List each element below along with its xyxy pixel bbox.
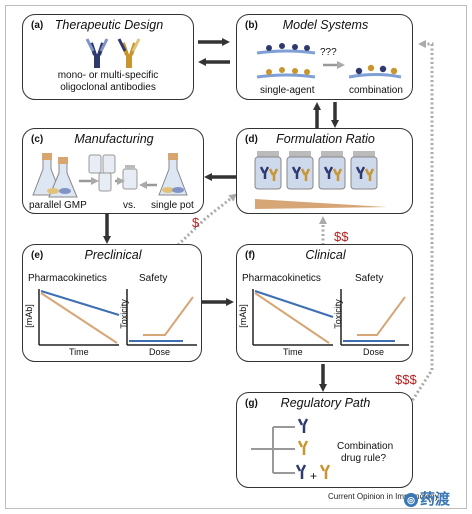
single-agent-strips [256, 43, 316, 79]
formulation-vials [254, 151, 387, 209]
logo-icon: ◎ [404, 493, 418, 508]
watermark-logo: ◎药渡 [404, 488, 450, 509]
panel-title: Model Systems [282, 18, 369, 32]
panel-clinical: (f) Clinical Pharmacokinetics Safety [mAb… [236, 244, 413, 362]
panel-title: Therapeutic Design [54, 18, 164, 32]
panel-tag: (c) [31, 134, 44, 145]
manufacturing-illustration [32, 153, 188, 198]
panel-tag: (f) [245, 250, 255, 261]
panel-title: Regulatory Path [280, 396, 371, 410]
logo-text: 药渡 [420, 491, 451, 508]
tox-line-tan [143, 296, 194, 336]
panel-title: Formulation Ratio [276, 132, 375, 146]
x-axis-dose: Dose [149, 347, 171, 357]
panel-therapeutic-design: (a) Therapeutic Design mono- or multi-spe… [22, 14, 194, 100]
pk-line-blue [254, 290, 334, 318]
cost-label-e-to-d: $ [192, 215, 200, 230]
y-axis-pk: [mAb] [23, 304, 34, 328]
rule-line2: drug rule? [341, 453, 387, 464]
vial-icons [88, 154, 138, 192]
panel-formulation-ratio: (d) Formulation Ratio [236, 128, 413, 214]
cost-label-f-to-d: $$ [334, 229, 349, 244]
x-axis-time: Time [69, 347, 89, 357]
flask-icons [32, 153, 188, 198]
panel-manufacturing: (c) Manufacturing parallel GMP vs. single… [22, 128, 204, 214]
panel-preclinical: (e) Preclinical Pharmacokinetics Safety [… [22, 244, 202, 362]
x-axis-dose: Dose [363, 347, 385, 357]
model-systems-illustration [256, 43, 402, 79]
label-parallel-gmp: parallel GMP [29, 200, 87, 211]
pk-label: Pharmacokinetics [28, 273, 107, 284]
dotted-arrow-g-to-b [408, 40, 434, 405]
regulatory-tree [251, 418, 331, 479]
preclinical-plots [38, 289, 197, 346]
cost-label-g-to-b: $$$ [395, 372, 417, 387]
panel-tag: (a) [31, 20, 44, 31]
combination-strip [348, 64, 402, 79]
pk-label: Pharmacokinetics [242, 273, 321, 284]
panel-title: Manufacturing [74, 132, 154, 146]
pk-line-tan [254, 292, 330, 344]
safety-plot [126, 289, 197, 346]
safety-label: Safety [355, 273, 384, 284]
figure-frame [5, 5, 467, 509]
pk-plot [252, 289, 334, 346]
label-single-agent: single-agent [260, 85, 315, 96]
tox-line-tan [357, 296, 406, 336]
clinical-plots [252, 289, 409, 346]
label-vs: vs. [123, 200, 136, 211]
panel-a-caption-line2: oligoclonal antibodies [60, 82, 156, 93]
safety-label: Safety [139, 273, 168, 284]
panel-regulatory-path: (g) Regulatory Path + Combination drug ru… [236, 392, 413, 488]
source-credit: Current Opinion in Immunology [328, 492, 439, 501]
rule-line1: Combination [337, 441, 394, 452]
plus-sign: + [310, 469, 318, 483]
label-single-pot: single pot [151, 200, 194, 211]
y-axis-tox: Toxicity [332, 299, 343, 329]
label-combination: combination [349, 85, 403, 96]
ratio-wedge [255, 199, 387, 209]
panel-a-caption-line1: mono- or multi-specific [57, 70, 159, 81]
pk-line-tan [40, 292, 118, 344]
panel-tag: (d) [245, 134, 258, 145]
panel-title: Preclinical [84, 248, 142, 262]
panel-model-systems: (b) Model Systems ??? single-agent combin… [236, 14, 413, 100]
question-marks: ??? [320, 47, 337, 58]
y-axis-tox: Toxicity [118, 299, 129, 329]
panel-title: Clinical [305, 248, 346, 262]
panel-tag: (b) [245, 20, 258, 31]
x-axis-time: Time [283, 347, 303, 357]
safety-plot [340, 289, 409, 346]
y-axis-pk: [mAb] [237, 304, 248, 328]
panel-tag: (g) [245, 398, 258, 409]
panel-tag: (e) [31, 250, 44, 261]
pk-line-blue [40, 290, 120, 316]
pk-plot [38, 289, 120, 346]
antibody-pair-icon [85, 38, 141, 68]
